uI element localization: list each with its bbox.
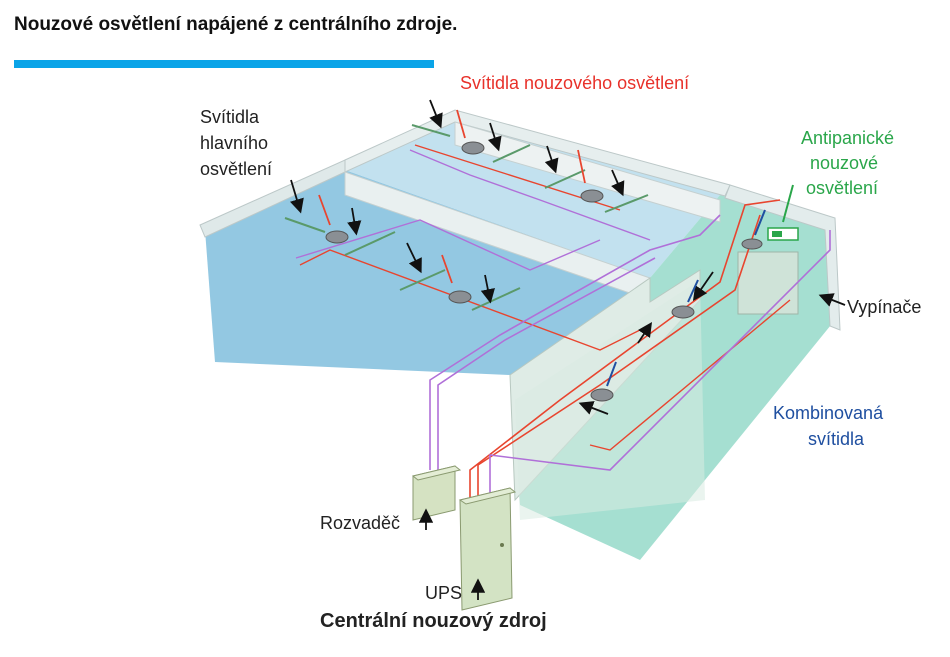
tube-7 (544, 169, 586, 189)
round-2 (448, 290, 472, 304)
label-central-source: Centrální nouzový zdroj (320, 610, 547, 632)
pointer-arrows (290, 99, 846, 415)
tube-8 (604, 194, 649, 213)
tube-4 (471, 287, 521, 311)
tube-5 (411, 124, 451, 137)
exit-door (737, 251, 799, 315)
label-combined-2: svítidla (808, 429, 865, 449)
label-emergency-luminaires: Svítidla nouzového osvětlení (460, 73, 690, 93)
main-luminaires (284, 124, 649, 311)
wiring-main-1 (429, 214, 721, 470)
tube-6 (492, 144, 531, 163)
wiring-main-5 (409, 149, 651, 241)
round-7 (741, 238, 763, 250)
label-main-luminaires-2: hlavního (200, 133, 269, 153)
floor-left (205, 170, 650, 375)
round-5 (671, 305, 695, 319)
tube-2 (344, 231, 396, 256)
partition-b (454, 121, 721, 223)
emergency-luminaires (325, 141, 763, 402)
label-ups: UPS (425, 583, 463, 603)
wiring-main-2 (437, 257, 656, 470)
diagram-title: Nouzové osvětlení napájené z centrálního… (14, 14, 458, 35)
red-arrows (318, 109, 586, 284)
wiring-emergency-2 (477, 214, 761, 512)
ups-cabinet (459, 487, 513, 611)
label-combined-1: Kombinovaná (773, 403, 884, 423)
wall-right (724, 184, 841, 331)
blue-arrows (606, 209, 766, 387)
label-antipanic-2: nouzové (810, 153, 879, 173)
green-arrow (782, 184, 794, 223)
label-antipanic-1: Antipanické (801, 128, 895, 148)
exit-sign-mark (772, 231, 782, 237)
corridor-wall-face (515, 280, 705, 520)
label-main-luminaires-3: osvětlení (200, 159, 273, 179)
round-6 (590, 388, 614, 402)
wiring-main-4 (295, 219, 601, 271)
round-1 (325, 230, 349, 244)
tube-1 (284, 217, 326, 233)
wiring-main-3 (489, 230, 831, 512)
label-main-luminaires-1: Svítidla (200, 107, 260, 127)
title-underline (14, 60, 434, 68)
label-switches: Vypínače (847, 297, 922, 317)
label-distribution-board: Rozvaděč (320, 513, 401, 533)
tube-3 (399, 269, 446, 291)
floor-back (345, 120, 720, 278)
round-4 (580, 189, 604, 203)
label-antipanic-3: osvětlení (806, 178, 879, 198)
round-3 (461, 141, 485, 155)
